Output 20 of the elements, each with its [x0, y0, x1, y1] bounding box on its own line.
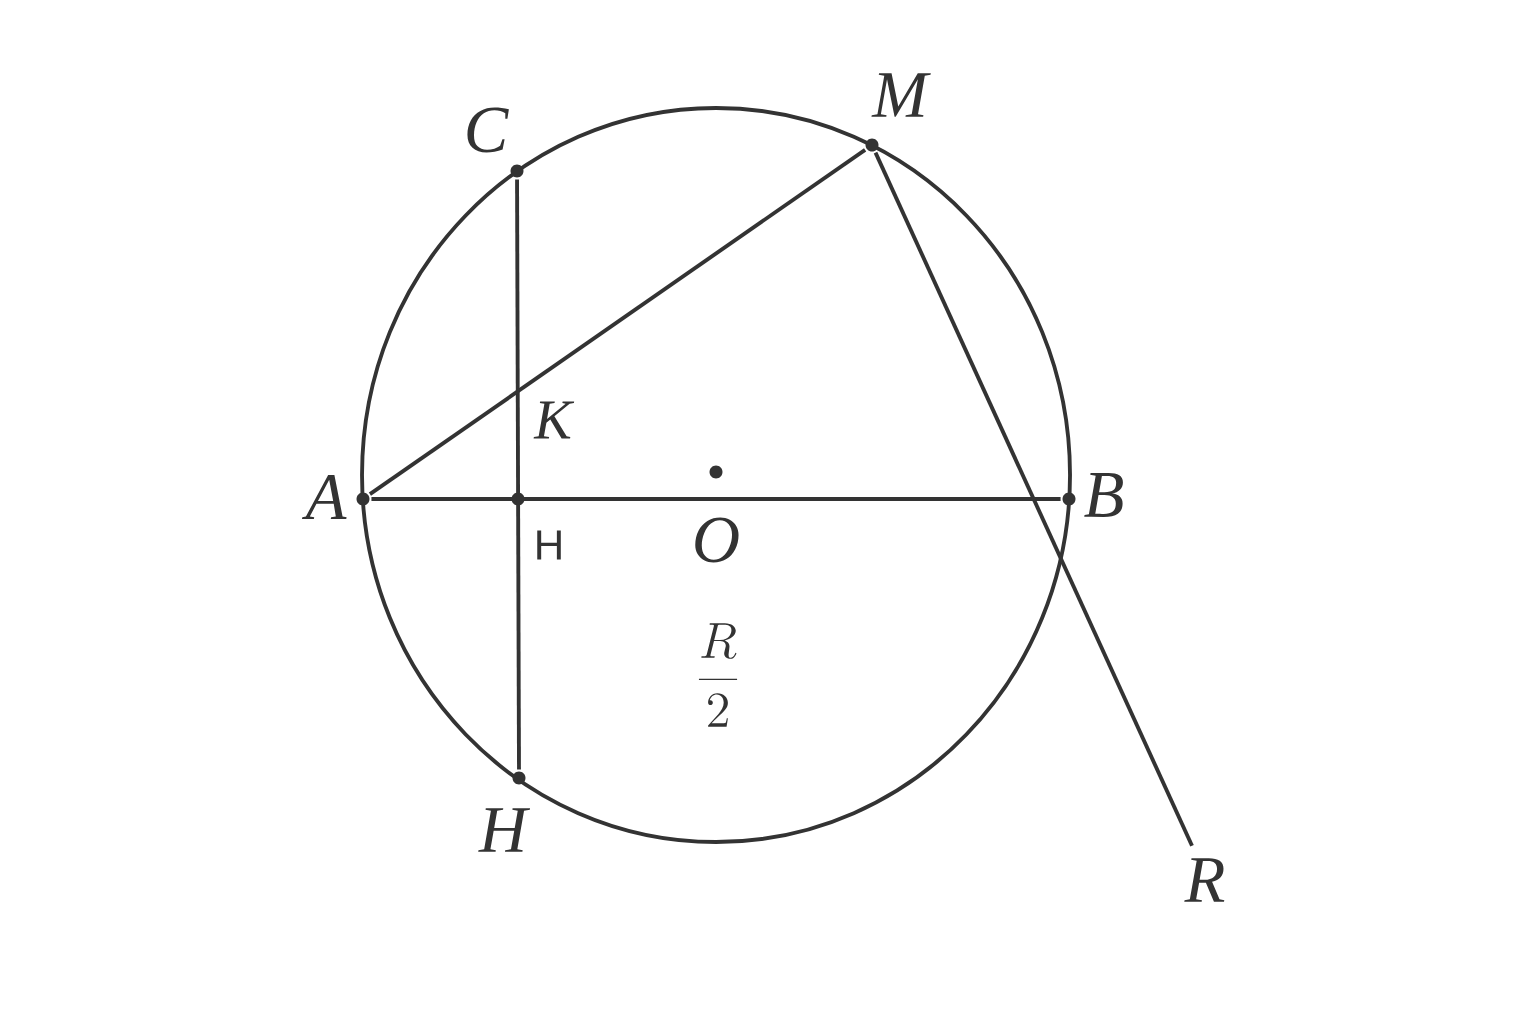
- formula-label: $\frac{R}{2}$: [698, 623, 738, 727]
- point: [510, 164, 524, 178]
- point-label: B: [1084, 473, 1123, 517]
- point: [865, 138, 879, 152]
- point-label: A: [302, 475, 347, 520]
- line-segment: [515, 179, 521, 770]
- point: [356, 492, 370, 506]
- line-segment: [371, 497, 1061, 501]
- line-segment: [873, 151, 1194, 847]
- point-label: R: [1184, 858, 1225, 902]
- point: [1062, 492, 1076, 506]
- line-segment: [368, 148, 867, 496]
- point-label: K: [533, 401, 575, 439]
- point: [709, 465, 723, 479]
- point-label: C: [467, 107, 509, 153]
- point-label: O: [695, 517, 739, 563]
- point: [512, 771, 526, 785]
- point-label: H: [537, 530, 561, 560]
- point-label: M: [871, 73, 931, 117]
- point-label: H: [478, 808, 531, 852]
